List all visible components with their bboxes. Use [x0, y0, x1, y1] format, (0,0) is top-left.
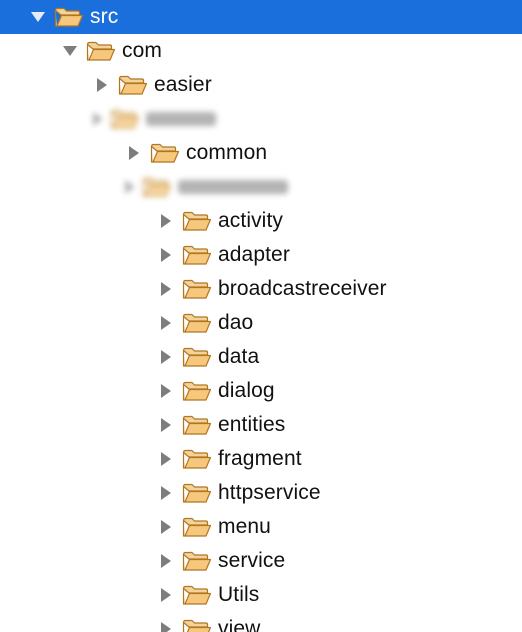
- tree-row-httpservice[interactable]: httpservice: [0, 476, 522, 510]
- disclosure-collapsed-icon[interactable]: [124, 143, 144, 163]
- tree-row-dialog[interactable]: dialog: [0, 374, 522, 408]
- folder-open-icon: [182, 482, 212, 504]
- tree-row-fragment[interactable]: fragment: [0, 442, 522, 476]
- disclosure-collapsed-icon[interactable]: [156, 313, 176, 333]
- tree-row-com[interactable]: com: [0, 34, 522, 68]
- disclosure-collapsed-icon[interactable]: [92, 75, 112, 95]
- tree-row-common[interactable]: common: [0, 136, 522, 170]
- tree-row-redacted[interactable]: [0, 102, 522, 136]
- folder-open-icon: [182, 244, 212, 266]
- tree-item-label: menu: [218, 515, 271, 538]
- tree-row-redacted[interactable]: [0, 170, 522, 204]
- disclosure-collapsed-icon[interactable]: [156, 245, 176, 265]
- disclosure-collapsed-icon[interactable]: [156, 551, 176, 571]
- folder-open-icon: [54, 6, 84, 28]
- folder-open-icon: [182, 414, 212, 436]
- folder-open-icon: [182, 210, 212, 232]
- folder-open-icon: [110, 108, 140, 130]
- disclosure-expanded-icon: [125, 180, 135, 194]
- tree-row-entities[interactable]: entities: [0, 408, 522, 442]
- tree-item-label: Utils: [218, 583, 260, 606]
- folder-open-icon: [182, 584, 212, 606]
- tree-item-label: httpservice: [218, 481, 321, 504]
- folder-open-icon: [142, 176, 172, 198]
- folder-open-icon: [182, 516, 212, 538]
- tree-item-label: view: [218, 617, 261, 632]
- folder-open-icon: [182, 312, 212, 334]
- tree-row-data[interactable]: data: [0, 340, 522, 374]
- tree-item-label: easier: [154, 73, 212, 96]
- disclosure-collapsed-icon[interactable]: [156, 449, 176, 469]
- folder-open-icon: [182, 346, 212, 368]
- disclosure-collapsed-icon[interactable]: [156, 619, 176, 632]
- tree-row-service[interactable]: service: [0, 544, 522, 578]
- folder-open-icon: [86, 40, 116, 62]
- tree-item-label: com: [122, 39, 162, 62]
- redacted-content: [124, 176, 288, 198]
- folder-open-icon: [182, 550, 212, 572]
- tree-row-menu[interactable]: menu: [0, 510, 522, 544]
- folder-open-icon: [150, 142, 180, 164]
- tree-row-src[interactable]: src: [0, 0, 522, 34]
- disclosure-collapsed-icon[interactable]: [156, 415, 176, 435]
- tree-item-label: activity: [218, 209, 283, 232]
- tree-item-label: service: [218, 549, 286, 572]
- tree-item-label: dialog: [218, 379, 275, 402]
- disclosure-collapsed-icon[interactable]: [156, 585, 176, 605]
- disclosure-collapsed-icon[interactable]: [156, 279, 176, 299]
- tree-row-activity[interactable]: activity: [0, 204, 522, 238]
- folder-open-icon: [182, 448, 212, 470]
- disclosure-collapsed-icon[interactable]: [156, 517, 176, 537]
- tree-row-easier[interactable]: easier: [0, 68, 522, 102]
- tree-item-label: src: [90, 5, 119, 28]
- folder-open-icon: [182, 278, 212, 300]
- folder-open-icon: [182, 380, 212, 402]
- disclosure-expanded-icon[interactable]: [60, 41, 80, 61]
- redacted-content: [92, 108, 216, 130]
- tree-row-dao[interactable]: dao: [0, 306, 522, 340]
- tree-item-label: fragment: [218, 447, 302, 470]
- disclosure-collapsed-icon[interactable]: [156, 483, 176, 503]
- tree-row-view[interactable]: view: [0, 612, 522, 632]
- tree-item-label: entities: [218, 413, 286, 436]
- tree-item-label: dao: [218, 311, 254, 334]
- disclosure-collapsed-icon[interactable]: [156, 347, 176, 367]
- folder-open-icon: [182, 618, 212, 632]
- tree-row-utils[interactable]: Utils: [0, 578, 522, 612]
- disclosure-expanded-icon[interactable]: [28, 7, 48, 27]
- tree-item-label: data: [218, 345, 260, 368]
- folder-open-icon: [118, 74, 148, 96]
- tree-row-broadcastreceiver[interactable]: broadcastreceiver: [0, 272, 522, 306]
- disclosure-collapsed-icon[interactable]: [156, 211, 176, 231]
- tree-item-label: broadcastreceiver: [218, 277, 387, 300]
- disclosure-expanded-icon: [93, 112, 103, 126]
- disclosure-collapsed-icon[interactable]: [156, 381, 176, 401]
- tree-item-label: adapter: [218, 243, 290, 266]
- tree-row-adapter[interactable]: adapter: [0, 238, 522, 272]
- tree-item-label: common: [186, 141, 268, 164]
